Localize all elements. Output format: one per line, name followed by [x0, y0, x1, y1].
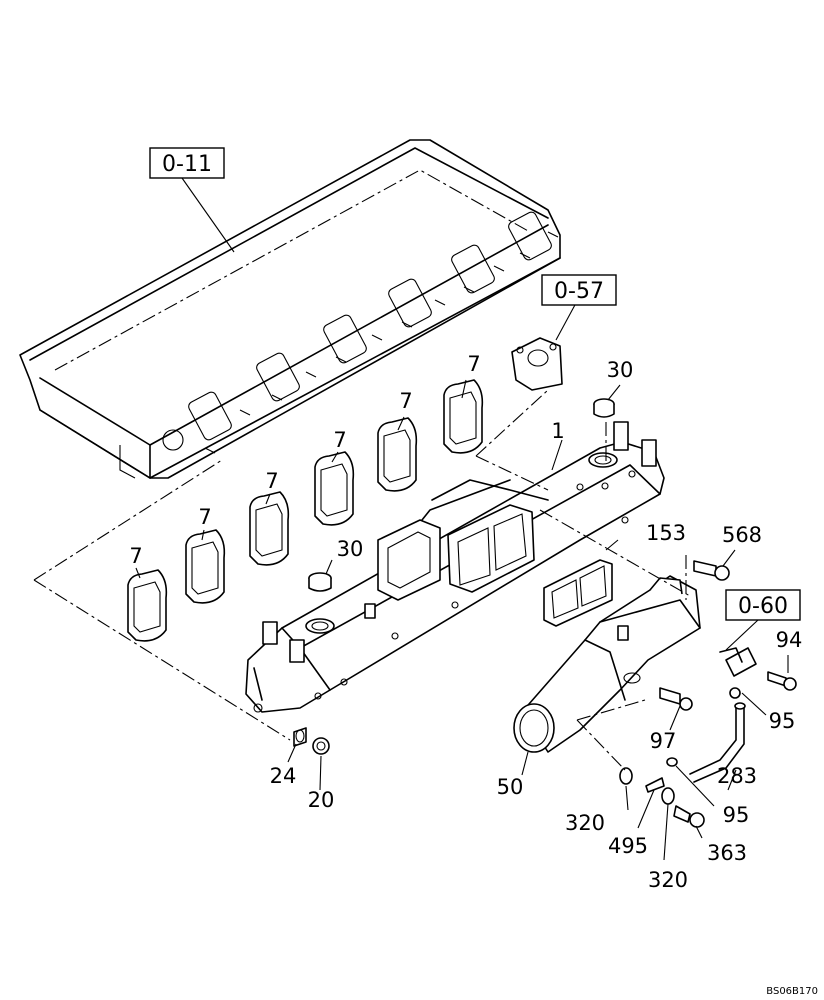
gasket-153: [543, 559, 613, 627]
ref-sensor-label: 0-60: [738, 594, 788, 619]
label-495: 495: [608, 834, 648, 858]
part-labels: 30 1 7 7 7 7 7 7 30 153 568 94 95 97 283…: [129, 352, 802, 892]
label-1: 1: [551, 419, 564, 443]
sensor-bracket: [719, 647, 757, 677]
label-20: 20: [308, 788, 335, 812]
label-568: 568: [722, 523, 762, 547]
leader-lines: [33, 177, 789, 861]
label-95-b: 95: [723, 803, 750, 827]
label-320-a: 320: [565, 811, 605, 835]
reference-box-sensor: 0-60: [725, 589, 801, 621]
label-24: 24: [270, 764, 297, 788]
exhaust-manifold: [245, 421, 665, 713]
cap-30-top: [593, 398, 615, 418]
label-283: 283: [717, 764, 757, 788]
drawing-code: BS06B170: [766, 986, 818, 997]
ref-head-label: 0-11: [162, 152, 212, 177]
ref-flange-label: 0-57: [554, 279, 604, 304]
reference-box-flange: 0-57: [541, 274, 617, 306]
label-7-e: 7: [198, 505, 211, 529]
label-363: 363: [707, 841, 747, 865]
label-7-d: 7: [265, 469, 278, 493]
exhaust-flange: [511, 337, 563, 391]
label-320-b: 320: [648, 868, 688, 892]
label-50: 50: [497, 775, 524, 799]
reference-box-head: 0-11: [149, 147, 225, 179]
label-153: 153: [646, 521, 686, 545]
label-7-a: 7: [467, 352, 480, 376]
label-7-b: 7: [399, 389, 412, 413]
label-94: 94: [776, 628, 803, 652]
label-7-f: 7: [129, 544, 142, 568]
label-7-c: 7: [333, 428, 346, 452]
manifold-gaskets: [127, 379, 484, 642]
label-30-top: 30: [607, 358, 634, 382]
label-95-a: 95: [769, 709, 796, 733]
outlet-pipe-50: [513, 575, 701, 753]
cylinder-head: [19, 139, 561, 479]
cap-30-mid: [308, 572, 332, 592]
hose-283: [689, 702, 746, 783]
fasteners: [293, 560, 797, 828]
label-30-mid: 30: [337, 537, 364, 561]
label-97: 97: [650, 729, 677, 753]
